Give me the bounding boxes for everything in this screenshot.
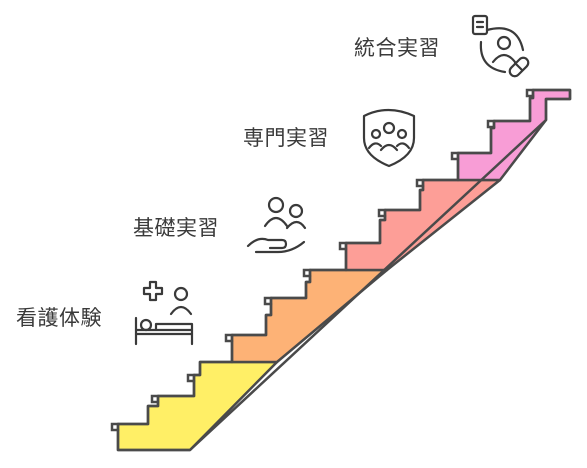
stair-outline xyxy=(116,88,572,452)
patient-record-pill-icon xyxy=(471,14,530,78)
stair-band-2 xyxy=(230,268,389,364)
step-label-integrated-practicum: 統合実習 xyxy=(354,36,440,60)
stair-band-3 xyxy=(344,178,502,272)
team-shield-icon xyxy=(362,108,416,168)
stair-band-4 xyxy=(456,88,572,182)
hand-holding-people-icon xyxy=(246,196,307,254)
step-label-nursing-experience: 看護体験 xyxy=(16,306,102,330)
step-label-specialized-practicum: 専門実習 xyxy=(243,126,329,150)
stair-nosings xyxy=(110,88,535,432)
hospital-bed-caregiver-icon xyxy=(134,280,194,346)
step-label-basic-practicum: 基礎実習 xyxy=(133,216,219,240)
